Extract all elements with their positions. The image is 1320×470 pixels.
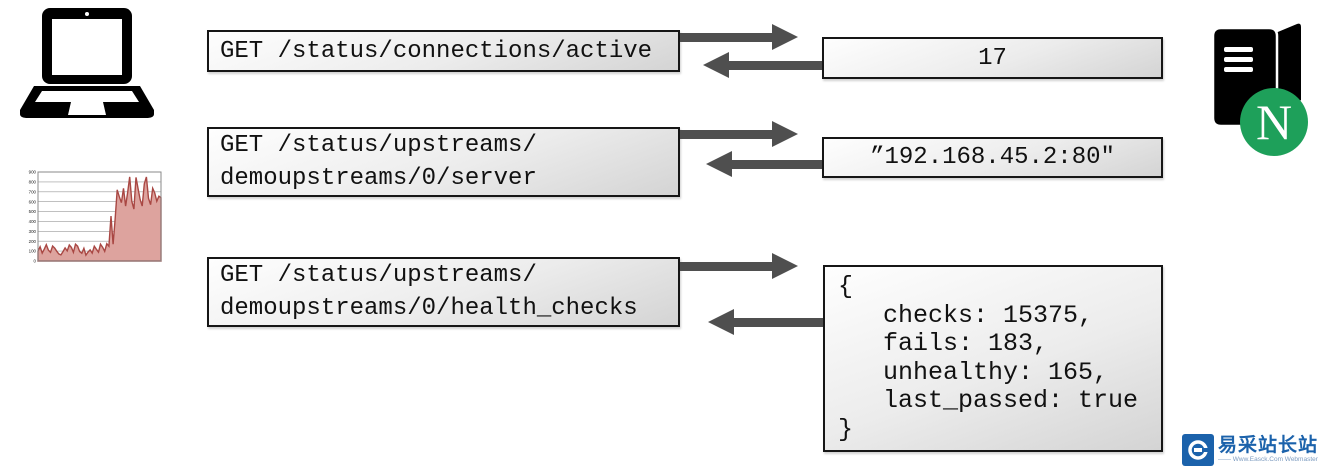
response-arrow-3 bbox=[708, 309, 823, 335]
request-arrow-3 bbox=[680, 253, 798, 279]
request-3-path-line2: demoupstreams/0/health_checks bbox=[220, 295, 638, 322]
request-arrow-2 bbox=[680, 121, 798, 147]
svg-text:900: 900 bbox=[29, 170, 37, 175]
svg-text:0: 0 bbox=[34, 259, 37, 264]
response-3-json-line: } bbox=[838, 414, 854, 444]
request-1-path: GET /status/connections/active bbox=[220, 37, 653, 65]
svg-text:400: 400 bbox=[29, 219, 37, 224]
svg-text:500: 500 bbox=[29, 209, 37, 214]
response-3-json-line: { bbox=[838, 272, 854, 301]
response-box-1: 17 bbox=[822, 37, 1163, 79]
svg-text:300: 300 bbox=[29, 229, 37, 234]
response-box-2: ”192.168.45.2:80" bbox=[822, 137, 1163, 178]
request-box-3: GET /status/upstreams/ demoupstreams/0/h… bbox=[207, 257, 680, 327]
nginx-badge-letter: N bbox=[1256, 94, 1292, 150]
response-3-json-line: fails: 183, bbox=[838, 329, 1049, 358]
svg-text:700: 700 bbox=[29, 189, 37, 194]
response-2-value: ”192.168.45.2:80" bbox=[870, 144, 1115, 171]
request-2-path-line2: demoupstreams/0/server bbox=[220, 165, 537, 192]
laptop-icon bbox=[20, 8, 154, 118]
request-3-path-line1: GET /status/upstreams/ bbox=[220, 262, 537, 289]
watermark-subtitle: —— Www.Easck.Com Webmaster bbox=[1217, 456, 1318, 464]
nginx-server-icon: N bbox=[1211, 23, 1308, 156]
nginx-badge-circle bbox=[1240, 88, 1308, 156]
request-2-path-line1: GET /status/upstreams/ bbox=[220, 132, 537, 159]
request-arrow-1 bbox=[680, 24, 798, 50]
response-arrow-2 bbox=[706, 151, 822, 177]
request-box-1: GET /status/connections/active bbox=[207, 30, 680, 72]
mini-chart: 0 100 200 300 400 500 600 700 800 900 bbox=[29, 170, 162, 264]
response-3-json-line: last_passed: true bbox=[838, 386, 1139, 415]
watermark-title: 易采站长站 bbox=[1217, 435, 1318, 457]
svg-text:100: 100 bbox=[29, 249, 37, 254]
request-box-2: GET /status/upstreams/ demoupstreams/0/s… bbox=[207, 127, 680, 197]
response-1-value: 17 bbox=[978, 44, 1007, 72]
watermark: 易采站长站 —— Www.Easck.Com Webmaster bbox=[1181, 434, 1318, 466]
response-box-3: { checks: 15375, fails: 183, unhealthy: … bbox=[823, 265, 1163, 452]
watermark-logo-icon bbox=[1181, 434, 1214, 466]
response-arrow-1 bbox=[703, 52, 822, 78]
svg-text:800: 800 bbox=[29, 179, 37, 184]
svg-text:600: 600 bbox=[29, 199, 37, 204]
response-3-json-line: checks: 15375, bbox=[838, 300, 1094, 330]
svg-text:200: 200 bbox=[29, 239, 37, 244]
response-3-json-line: unhealthy: 165, bbox=[838, 357, 1109, 387]
